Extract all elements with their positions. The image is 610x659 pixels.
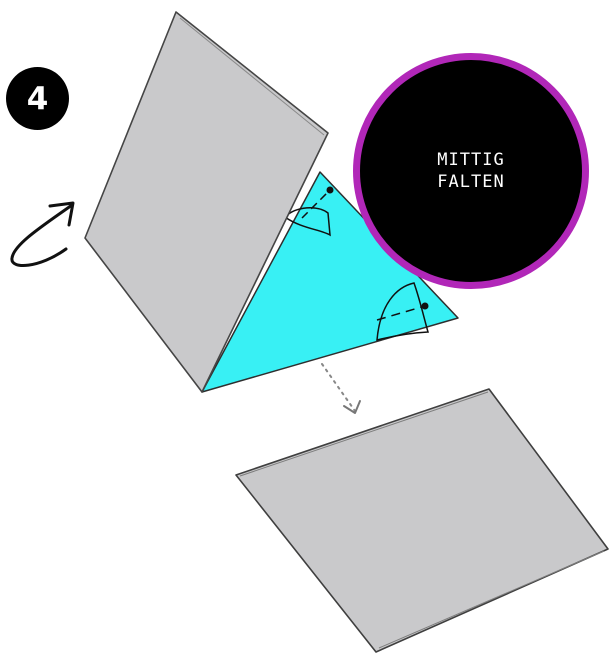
pin-icon xyxy=(327,187,334,194)
curved-arrow-icon xyxy=(12,203,73,265)
dotted-down-arrow-icon xyxy=(322,364,360,413)
instruction-line-1: MITTIG xyxy=(437,149,504,171)
instruction-callout: MITTIG FALTEN xyxy=(353,53,589,289)
instruction-line-2: FALTEN xyxy=(437,171,504,193)
pin-icon xyxy=(422,303,429,310)
step-number-badge: 4 xyxy=(6,67,69,130)
step-number: 4 xyxy=(27,81,49,117)
folded-result-sheet xyxy=(236,389,608,652)
